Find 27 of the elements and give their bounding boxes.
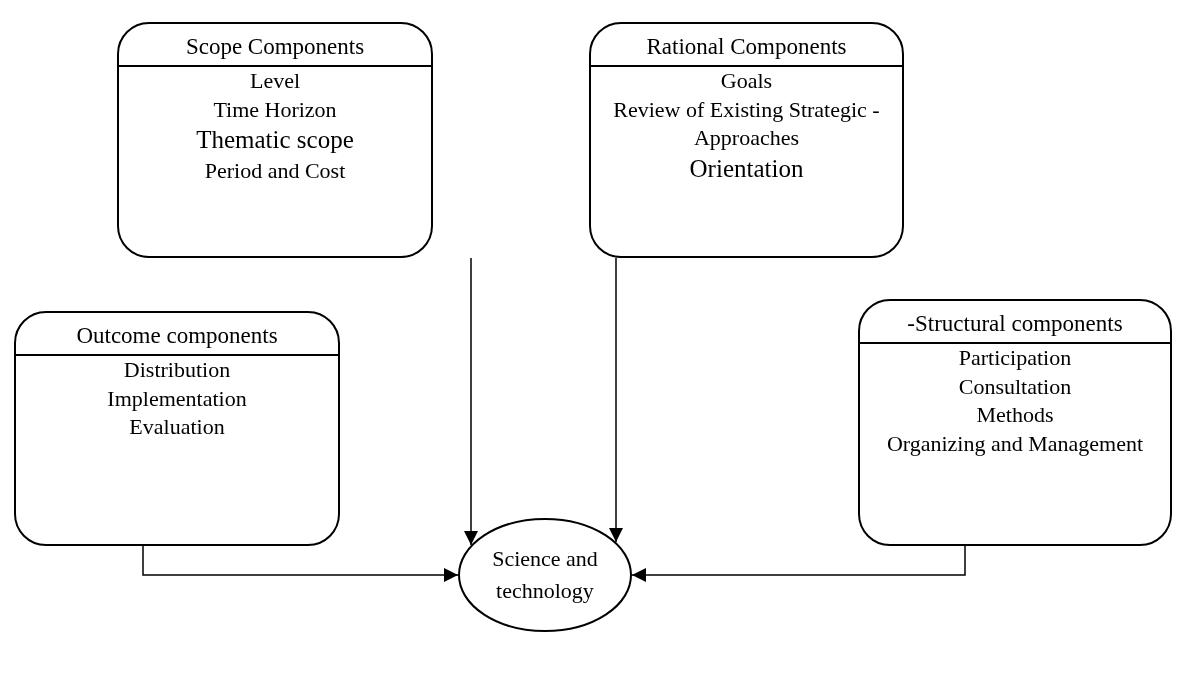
list-item: Orientation — [688, 154, 805, 185]
list-item: Goals — [719, 67, 774, 96]
list-item: Methods — [975, 401, 1055, 430]
list-item: Distribution — [122, 356, 232, 385]
box-heading: Rational Components — [591, 24, 902, 68]
rounded-box — [589, 22, 904, 258]
list-item: Period and Cost — [203, 157, 347, 185]
box-heading: Scope Components — [119, 24, 431, 68]
node-label: Science and technology — [491, 545, 599, 605]
rounded-box — [14, 311, 340, 546]
list-item: Organizing and Management — [885, 430, 1145, 459]
list-item: Implementation — [106, 384, 248, 413]
box-heading: -Structural components — [860, 301, 1170, 345]
arrow — [464, 257, 478, 546]
arrow — [631, 545, 966, 582]
list-item: Review of Existing Strategic -Approaches — [612, 95, 881, 153]
rounded-box — [117, 22, 433, 258]
list-item: Participation — [957, 344, 1073, 373]
list-item: Thematic scope — [195, 125, 355, 156]
rounded-box — [858, 299, 1172, 546]
list-item: Time Horizon — [212, 95, 338, 124]
arrow — [142, 545, 459, 582]
list-item: Level — [248, 67, 302, 96]
arrow — [609, 257, 623, 543]
list-item: Evaluation — [128, 413, 226, 442]
list-item: Consultation — [957, 372, 1073, 401]
box-heading: Outcome components — [16, 313, 338, 357]
